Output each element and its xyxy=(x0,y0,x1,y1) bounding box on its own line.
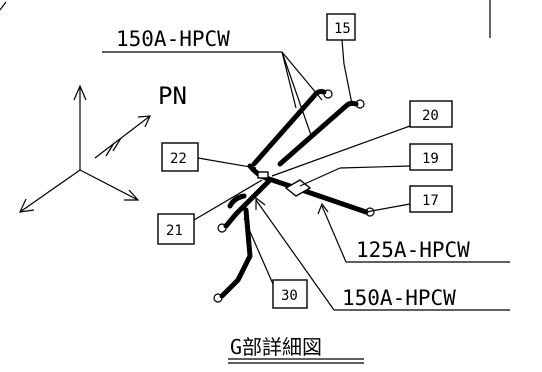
orientation-label: PN xyxy=(158,82,187,110)
leader-19 xyxy=(339,165,411,169)
callout-15: 15 xyxy=(334,21,351,37)
callout-box-15 xyxy=(326,13,356,41)
callout-box-19 xyxy=(409,143,453,171)
leader-top-3 xyxy=(281,51,297,109)
leader-30 xyxy=(243,217,274,285)
leader-21 xyxy=(193,179,263,221)
leader-150a-bottom xyxy=(255,199,335,311)
drawing-title: G部詳細図 xyxy=(230,335,322,359)
leader-17 xyxy=(365,203,411,213)
callout-21: 21 xyxy=(166,223,183,239)
leader-19b xyxy=(299,167,341,187)
pipe-run-icon xyxy=(213,89,375,303)
callout-box-30 xyxy=(272,279,308,309)
leader-22 xyxy=(197,157,257,169)
callout-box-20 xyxy=(409,100,453,128)
arrow-150a-bottom xyxy=(255,196,266,210)
line-label-bottom-right: 150A-HPCW xyxy=(342,286,456,310)
callout-20: 20 xyxy=(422,108,439,124)
corner-mark xyxy=(0,1,7,11)
leader-125a xyxy=(321,205,347,263)
callout-22: 22 xyxy=(170,151,187,167)
callout-19: 19 xyxy=(422,151,439,167)
isometric-axis-icon xyxy=(18,84,151,213)
line-label-top: 150A-HPCW xyxy=(116,27,230,51)
arrow-125a xyxy=(317,202,329,215)
leader-20 xyxy=(271,125,411,177)
leader-top-2 xyxy=(281,51,313,139)
callout-box-21 xyxy=(157,213,195,245)
callout-box-22 xyxy=(161,142,199,172)
callout-17: 17 xyxy=(422,193,439,209)
leader-15b xyxy=(343,63,353,105)
callout-box-17 xyxy=(409,185,453,213)
line-label-mid-right: 125A-HPCW xyxy=(356,238,470,262)
callout-30: 30 xyxy=(281,288,298,304)
leader-15 xyxy=(341,39,345,65)
fitting xyxy=(257,171,269,179)
